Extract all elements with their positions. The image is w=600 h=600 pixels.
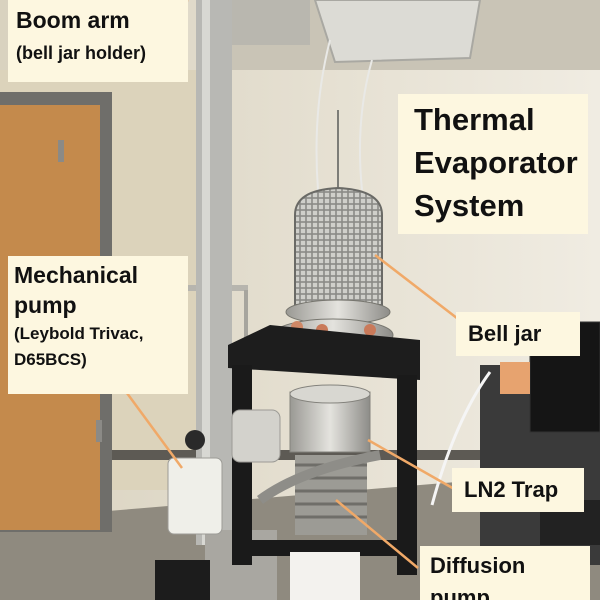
mechanical-pump-motor <box>231 409 281 463</box>
mechanical-pump-label: Mechanical pump (Leybold Trivac, D65BCS) <box>8 256 188 394</box>
boom-post-edge <box>202 0 210 545</box>
pointer-ln2 <box>367 438 457 492</box>
door-hinge-lower <box>96 420 102 442</box>
feedthrough-right <box>364 324 376 336</box>
pointer-diffusion <box>335 499 419 569</box>
boom-arm-detail: (bell jar holder) <box>16 43 147 63</box>
mechanical-pump-title-line-2: pump <box>14 292 77 318</box>
mechanical-pump-title-line-1: Mechanical <box>14 262 138 288</box>
table-crossbar <box>232 540 417 556</box>
cable-left <box>315 39 331 191</box>
system-title-line-1: Thermal <box>414 102 535 137</box>
white-cable <box>430 371 492 506</box>
mechanical-pump-detail-line-2: D65BCS) <box>14 350 87 369</box>
system-title-label: Thermal Evaporator System <box>398 94 588 234</box>
system-title-line-3: System <box>414 188 525 223</box>
table-leg-front-right <box>397 375 417 575</box>
vacuum-hose <box>257 450 381 505</box>
boom-arm-title: Boom arm <box>16 7 130 33</box>
tissue-box <box>500 362 530 394</box>
ln2-trap-top <box>289 384 371 404</box>
table-top <box>228 325 420 380</box>
bell-jar-label: Bell jar <box>456 312 580 356</box>
mechanical-pump-detail-line-1: (Leybold Trivac, <box>14 324 144 343</box>
system-title-line-2: Evaporator <box>414 145 578 180</box>
cable-right <box>359 59 373 191</box>
bell-jar-mesh <box>294 186 383 306</box>
door-hinge <box>58 140 64 162</box>
pointer-bell-jar <box>374 254 463 323</box>
mechanical-pump-gauge <box>185 430 205 450</box>
diffusion-pump-line-2: pump <box>430 585 490 600</box>
table-leg-front-left <box>232 365 252 565</box>
diffusion-pump-label: Diffusion pump <box>420 546 590 600</box>
ln2-trap-text: LN2 Trap <box>464 477 559 502</box>
bell-jar-text: Bell jar <box>468 321 542 346</box>
mechanical-pump-body <box>167 457 223 535</box>
fume-hood <box>313 0 482 64</box>
floor-paper <box>290 552 360 600</box>
diffusion-pump-line-1: Diffusion <box>430 553 526 578</box>
floor-box <box>155 560 210 600</box>
ln2-trap-label: LN2 Trap <box>452 468 584 512</box>
ceiling-fixture <box>230 0 310 45</box>
boom-arm-label: Boom arm (bell jar holder) <box>8 0 188 82</box>
